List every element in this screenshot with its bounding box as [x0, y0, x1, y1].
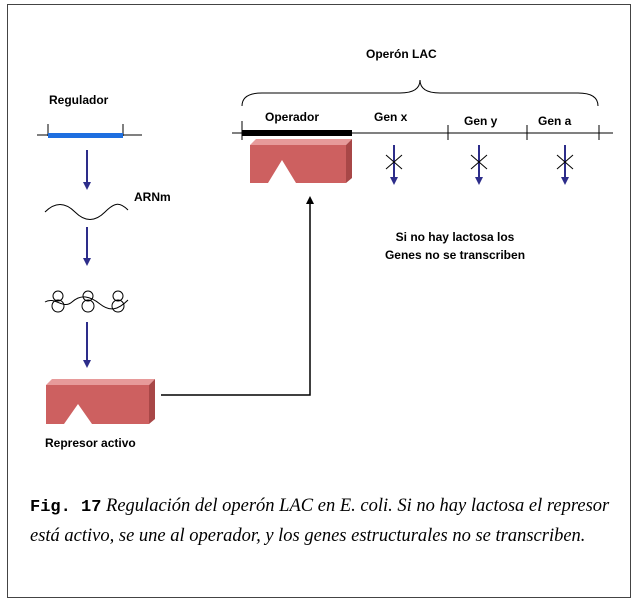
gene-a-blocked-arrow	[556, 145, 574, 185]
no-lactose-note-line2: Genes no se transcriben	[384, 248, 526, 262]
operon-brace	[241, 79, 599, 107]
operon-gene-line	[232, 121, 613, 140]
gene-y-blocked-arrow	[470, 145, 488, 185]
figure-caption: Fig. 17 Regulación del operón LAC en E. …	[30, 492, 610, 551]
gene-x-blocked-arrow	[385, 145, 403, 185]
operator-label: Operador	[265, 110, 320, 124]
ribosome-icon	[111, 299, 125, 313]
ribosome-icon	[112, 290, 124, 302]
regulator-label: Regulador	[49, 93, 109, 107]
active-repressor-shape	[46, 379, 155, 424]
figure-frame	[7, 4, 631, 598]
repressor-to-operator-arrow	[161, 196, 314, 396]
operon-title: Operón LAC	[366, 47, 437, 61]
no-lactose-note-line1: Si no hay lactosa los	[395, 230, 515, 244]
active-repressor-label: Represor activo	[45, 436, 136, 450]
ribosome-icon	[81, 299, 95, 313]
figure-number: Fig. 17	[30, 498, 102, 517]
no-lactose-note: Si no hay lactosa los Genes no se transc…	[360, 228, 550, 264]
bound-repressor-shape	[250, 139, 352, 183]
ribosome-icon	[51, 299, 65, 313]
mrna-label: ARNm	[134, 190, 171, 204]
regulator-gene	[37, 124, 142, 138]
ribosome-icon	[52, 290, 64, 302]
ribosome-icon	[82, 290, 94, 302]
caption-text: Regulación del operón LAC en E. coli. Si…	[30, 496, 610, 546]
gene-a-label: Gen a	[538, 114, 572, 128]
polysome	[44, 290, 129, 313]
operator-bar	[242, 130, 352, 136]
mrna-wave	[44, 203, 129, 220]
gene-x-label: Gen x	[374, 110, 408, 124]
gene-y-label: Gen y	[464, 114, 498, 128]
